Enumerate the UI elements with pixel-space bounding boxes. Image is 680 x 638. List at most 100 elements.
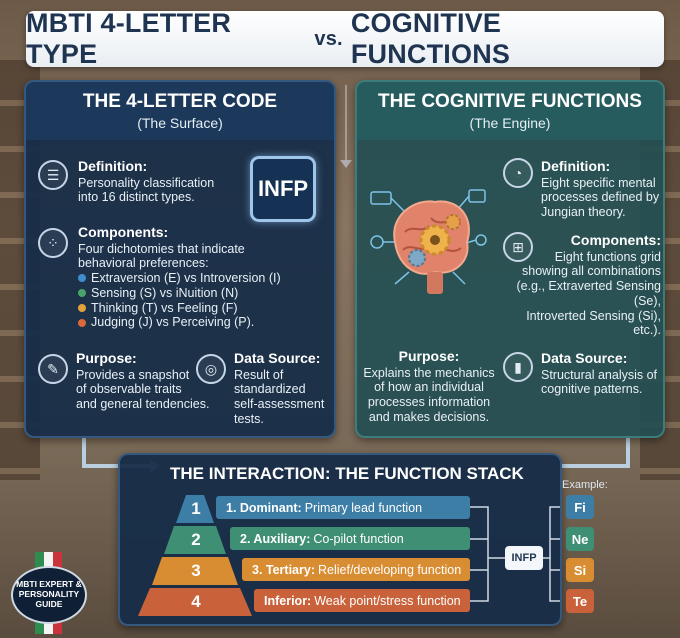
- pyramid-level-3: [152, 557, 238, 585]
- left-data-source-line: standardized: [234, 382, 306, 397]
- right-data-source-label: Data Source:: [541, 350, 628, 366]
- dichotomy-item: Extraversion (E) vs Introversion (I): [78, 271, 281, 286]
- left-purpose-line: of observable traits: [76, 382, 182, 397]
- right-components-line: (e.g., Extraverted Sensing (Se),: [516, 279, 661, 308]
- right-purpose-line: Explains the mechanics: [363, 365, 495, 380]
- stack-bar-dominant: 1. Dominant:Primary lead function: [216, 496, 470, 519]
- pyramid-number-2: 2: [191, 530, 201, 549]
- stack-level-desc: Primary lead function: [304, 500, 423, 515]
- left-components-label: Components:: [78, 224, 169, 240]
- left-components-line: Four dichotomies that indicate: [78, 241, 245, 256]
- stack-bar-tertiary: 3. Tertiary:Relief/developing function: [242, 558, 470, 581]
- dichotomy-text: Thinking (T) vs Feeling (F): [91, 300, 238, 315]
- dichotomy-item: Sensing (S) vs iNuition (N): [78, 286, 281, 301]
- function-te: Te: [566, 589, 594, 613]
- left-components: Components: Four dichotomies that indica…: [78, 224, 281, 330]
- stack-level-name: Inferior:: [264, 593, 312, 608]
- clipboard-icon: ☰: [38, 160, 68, 190]
- infp-example-node: INFP: [505, 546, 543, 570]
- left-definition: Definition: Personality classification i…: [78, 158, 214, 205]
- right-definition-line: processes defined by: [541, 190, 660, 205]
- brain-gears-illustration: [370, 189, 487, 294]
- stack-level-name: 2. Auxiliary:: [240, 531, 311, 546]
- function-stack-heading: THE INTERACTION: THE FUNCTION STACK: [170, 464, 524, 483]
- stack-bar-inferior: Inferior:Weak point/stress function: [254, 589, 470, 612]
- pyramid-level-4: [138, 588, 252, 616]
- right-components-line: Eight functions grid: [554, 249, 661, 264]
- left-panel-subheading: (The Surface): [137, 115, 223, 131]
- left-components-line: behavioral preferences:: [78, 256, 209, 271]
- bar-chart-icon: ▮: [503, 352, 533, 382]
- right-panel-subheading: (The Engine): [469, 115, 551, 131]
- stack-bar-auxiliary: 2. Auxiliary:Co-pilot function: [230, 527, 470, 550]
- hierarchy-icon: ⊞: [503, 232, 533, 262]
- right-purpose: Purpose: Explains the mechanics of how a…: [361, 348, 497, 425]
- right-definition-line: Eight specific mental: [541, 175, 656, 190]
- stack-level-desc: Co-pilot function: [313, 531, 404, 546]
- function-si: Si: [566, 558, 594, 582]
- left-data-source-line: tests.: [234, 411, 264, 426]
- pyramid-number-4: 4: [191, 592, 201, 611]
- right-components-label: Components:: [570, 232, 661, 248]
- right-purpose-line: and makes decisions.: [368, 409, 490, 424]
- dichotomy-dot: [78, 289, 86, 298]
- left-definition-label: Definition:: [78, 158, 148, 174]
- right-purpose-line: processes information: [367, 395, 491, 410]
- pyramid-number-1: 1: [191, 499, 201, 518]
- checklist-icon: ✎: [38, 354, 68, 384]
- left-definition-line: Personality classification: [78, 175, 215, 190]
- right-panel-heading: THE COGNITIVE FUNCTIONS: [378, 91, 642, 112]
- seal-line: MBTI EXPERT &: [16, 579, 82, 590]
- stack-connectors: [470, 506, 560, 602]
- right-definition: Definition: Eight specific mental proces…: [541, 158, 659, 220]
- components-grid-icon: ⁘: [38, 228, 68, 258]
- left-definition-line: into 16 distinct types.: [78, 190, 195, 205]
- right-definition-label: Definition:: [541, 158, 611, 174]
- page-title: MBTI 4-LETTER TYPE vs. COGNITIVE FUNCTIO…: [26, 8, 664, 69]
- dichotomy-text: Sensing (S) vs iNuition (N): [91, 285, 239, 300]
- dichotomy-item: Judging (J) vs Perceiving (P).: [78, 315, 281, 330]
- seal-line: PERSONALITY GUIDE: [18, 589, 80, 609]
- dichotomy-dot: [78, 274, 86, 283]
- seal-flag-ribbon: [35, 552, 62, 634]
- right-data-source-line: cognitive patterns.: [541, 382, 643, 397]
- function-stack-panel: THE INTERACTION: THE FUNCTION STACK Exam…: [118, 453, 608, 626]
- pyramid-level-1: [176, 495, 214, 523]
- database-icon: ◎: [196, 354, 226, 384]
- left-data-source-line: Result of: [234, 367, 284, 382]
- left-data-source: Data Source: Result of standardized self…: [234, 350, 324, 427]
- example-label: Example:: [562, 479, 608, 491]
- left-panel-heading: THE 4-LETTER CODE: [82, 91, 278, 112]
- dichotomy-text: Extraversion (E) vs Introversion (I): [91, 271, 281, 286]
- right-components: Components: Eight functions grid showing…: [507, 232, 661, 338]
- right-panel-header: THE COGNITIVE FUNCTIONS (The Engine): [357, 82, 663, 140]
- right-data-source-line: Structural analysis of: [541, 367, 658, 382]
- title-main: MBTI 4-LETTER TYPE: [26, 8, 232, 69]
- dichotomy-dot: [78, 318, 86, 327]
- right-components-line: Introverted Sensing (Si), etc.).: [526, 308, 661, 338]
- pyramid-number-3: 3: [191, 561, 201, 580]
- right-definition-line: Jungian theory.: [541, 205, 626, 220]
- title-rest: COGNITIVE FUNCTIONS: [350, 8, 511, 69]
- left-purpose-line: and general tendencies.: [76, 397, 210, 412]
- cognitive-functions-panel: THE COGNITIVE FUNCTIONS (The Engine) ◔ D…: [355, 80, 665, 438]
- function-fi: Fi: [566, 495, 594, 519]
- stack-level-desc: Weak point/stress function: [314, 593, 461, 608]
- expert-seal-badge: MBTI EXPERT & PERSONALITY GUIDE: [4, 548, 94, 638]
- pyramid-level-2: [164, 526, 226, 554]
- dichotomy-item: Thinking (T) vs Feeling (F): [78, 301, 281, 316]
- stack-level-desc: Relief/developing function: [318, 562, 462, 577]
- left-data-source-label: Data Source:: [234, 350, 321, 366]
- right-data-source: Data Source: Structural analysis of cogn…: [541, 350, 657, 397]
- infp-type-badge: INFP: [250, 156, 316, 222]
- four-letter-code-panel: THE 4-LETTER CODE (The Surface) ☰ Defini…: [24, 80, 336, 438]
- stack-level-name: 3. Tertiary:: [252, 562, 315, 577]
- seal-text: MBTI EXPERT & PERSONALITY GUIDE: [11, 566, 87, 624]
- right-purpose-label: Purpose:: [398, 348, 460, 364]
- function-ne: Ne: [566, 527, 594, 551]
- title-vs: vs.: [314, 27, 343, 50]
- dichotomy-text: Judging (J) vs Perceiving (P).: [91, 315, 255, 330]
- left-purpose-label: Purpose:: [76, 350, 137, 366]
- left-purpose: Purpose: Provides a snapshot of observab…: [76, 350, 209, 412]
- left-panel-header: THE 4-LETTER CODE (The Surface): [26, 82, 334, 140]
